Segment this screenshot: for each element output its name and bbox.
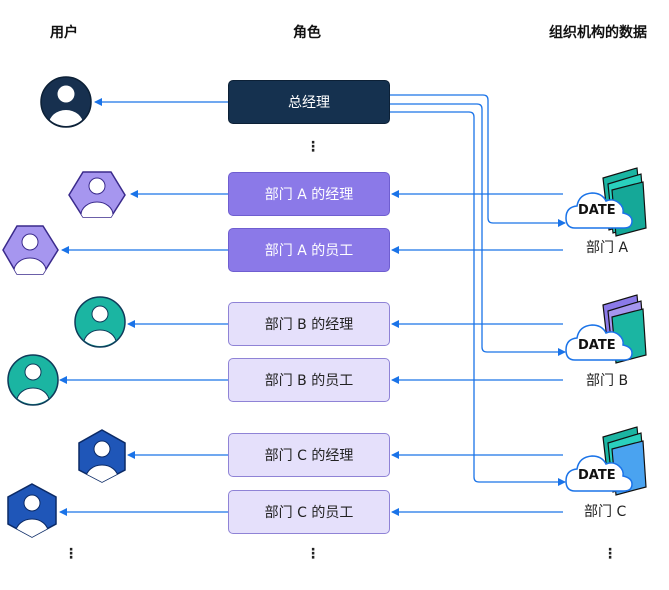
dept-b-date-badge: DATE xyxy=(578,338,616,353)
ellipsis-users-bottom: ⋮ xyxy=(64,546,78,562)
role-dept-b-employee: 部门 B 的员工 xyxy=(228,358,390,402)
arrow-gm-to-dept-a xyxy=(390,94,566,227)
org-data-header: 组织机构的数据 xyxy=(549,25,647,41)
role-dept-b-manager: 部门 B 的经理 xyxy=(228,302,390,346)
roles-header: 角色 xyxy=(293,25,321,41)
dept-c-label: 部门 C xyxy=(584,504,627,520)
ellipsis-roles-top: ⋮ xyxy=(306,139,320,155)
role-dept-a-employee: 部门 A 的员工 xyxy=(228,228,390,272)
role-general-manager: 总经理 xyxy=(228,80,390,124)
role-dept-c-employee: 部门 C 的员工 xyxy=(228,490,390,534)
dept-b-label: 部门 B xyxy=(586,373,629,389)
dept-a-label: 部门 A xyxy=(586,240,629,256)
dept-c-date-badge: DATE xyxy=(578,468,616,483)
arrow-gm-to-dept-b xyxy=(390,103,566,356)
dept-a-date-badge: DATE xyxy=(578,203,616,218)
role-dept-a-manager: 部门 A 的经理 xyxy=(228,172,390,216)
users-header: 用户 xyxy=(50,25,78,41)
ellipsis-roles-bottom: ⋮ xyxy=(306,546,320,562)
role-dept-c-manager: 部门 C 的经理 xyxy=(228,433,390,477)
arrow-gm-to-dept-c xyxy=(390,111,566,486)
ellipsis-depts-bottom: ⋮ xyxy=(603,546,617,562)
